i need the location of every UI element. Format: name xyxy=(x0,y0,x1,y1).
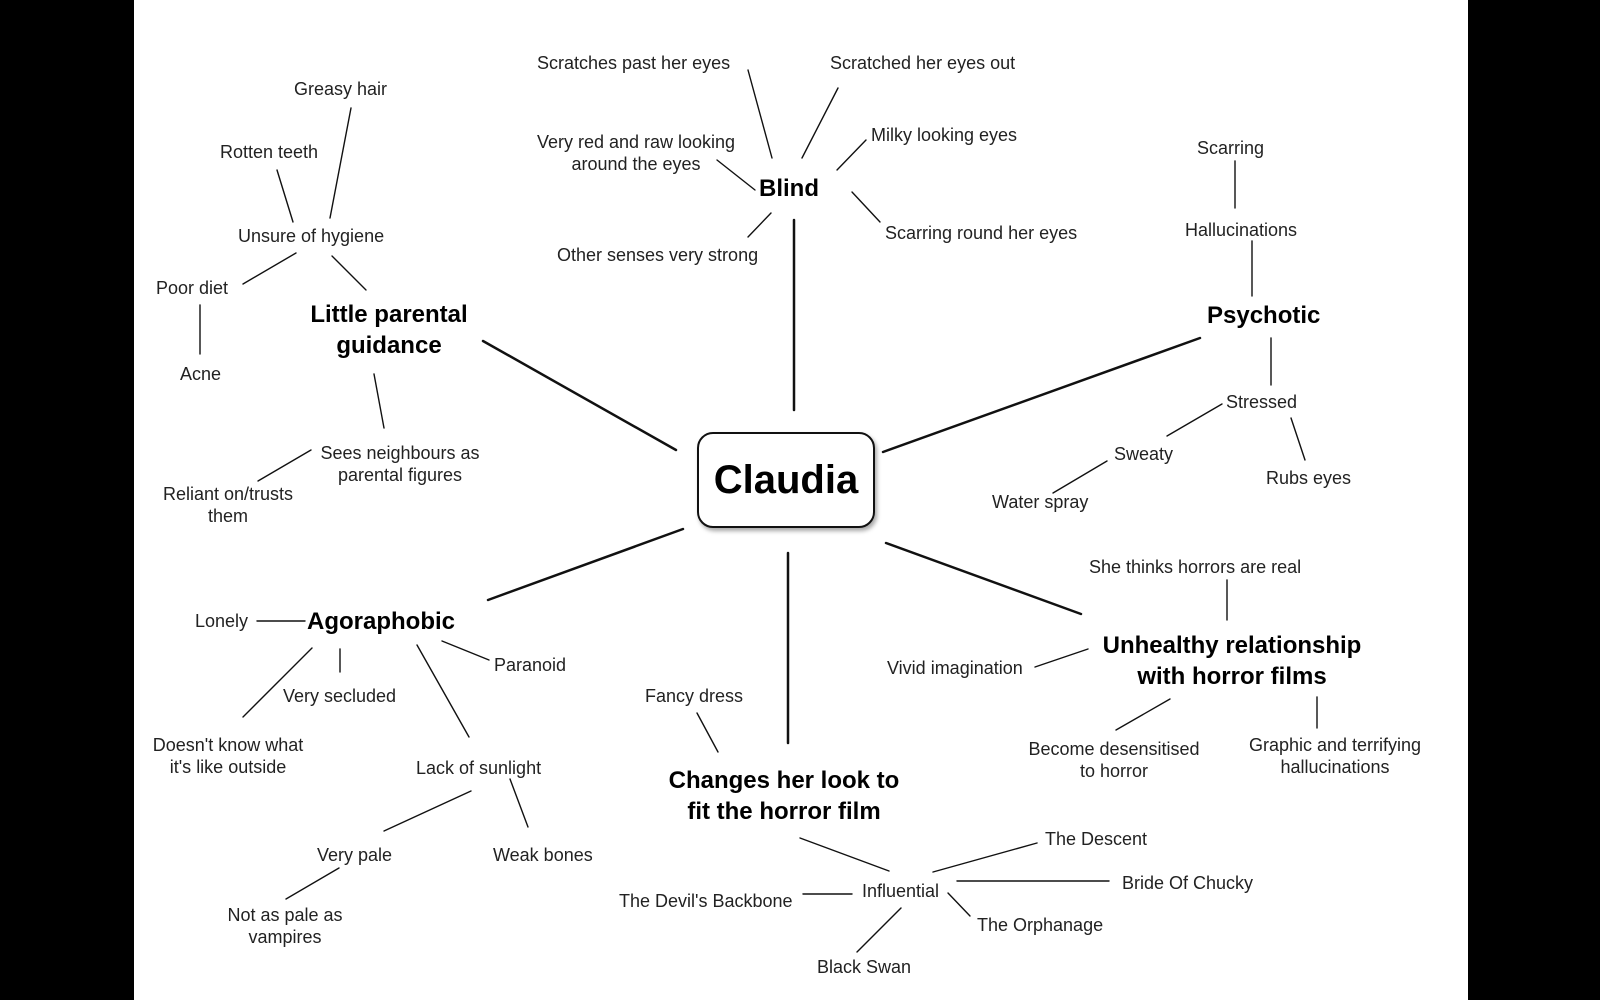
leaf-doesnt-know: Doesn't know what it's like outside xyxy=(148,734,308,778)
leaf-acne: Acne xyxy=(180,364,222,384)
leaf-red-raw: Very red and raw looking around the eyes xyxy=(532,131,740,175)
leaf-doesnt-know-line2: it's like outside xyxy=(169,757,287,777)
leaf-red-raw-line2: around the eyes xyxy=(571,154,701,174)
center-title: Claudia xyxy=(713,457,859,502)
leaf-weak-bones: Weak bones xyxy=(493,845,593,865)
topic-horror-line2: with horror films xyxy=(1137,663,1327,690)
center-node: Claudia xyxy=(697,432,875,528)
leaf-orphanage: The Orphanage xyxy=(977,915,1104,935)
leaf-sweaty: Sweaty xyxy=(1114,444,1174,464)
spoke-horror xyxy=(884,541,1083,616)
topic-parental-line2: guidance xyxy=(336,332,442,359)
topic-horror-line1: Unhealthy relationship xyxy=(1102,632,1362,659)
leaf-not-as-pale-line2: vampires xyxy=(248,927,322,947)
topic-psychotic: Psychotic xyxy=(1207,302,1321,329)
spoke-parental xyxy=(481,339,678,452)
leaf-milky: Milky looking eyes xyxy=(871,125,1018,145)
leaf-black-swan: Black Swan xyxy=(817,957,912,977)
leaf-rotten-teeth: Rotten teeth xyxy=(220,142,319,162)
leaf-reliant: Reliant on/trusts them xyxy=(158,483,298,527)
leaf-influential: Influential xyxy=(862,881,940,901)
topic-agoraphobic: Agoraphobic xyxy=(307,608,455,635)
topic-look: Changes her look to fit the horror film xyxy=(644,765,924,827)
leaf-sees-neighbours-line1: Sees neighbours as xyxy=(320,443,480,463)
leaf-not-as-pale-line1: Not as pale as xyxy=(227,905,343,925)
leaf-scratches-past: Scratches past her eyes xyxy=(537,53,731,73)
leaf-vivid: Vivid imagination xyxy=(887,658,1023,678)
leaf-devils-backbone: The Devil's Backbone xyxy=(619,891,793,911)
leaf-scarring-round: Scarring round her eyes xyxy=(885,223,1078,243)
leaf-other-senses: Other senses very strong xyxy=(557,245,759,265)
leaf-descent: The Descent xyxy=(1045,829,1148,849)
leaf-doesnt-know-line1: Doesn't know what xyxy=(152,735,304,755)
leaf-red-raw-line1: Very red and raw looking xyxy=(536,132,736,152)
spoke-agoraphobic xyxy=(486,527,685,602)
topic-blind: Blind xyxy=(759,175,819,202)
leaf-rubs-eyes: Rubs eyes xyxy=(1266,468,1352,488)
topic-look-line2: fit the horror film xyxy=(687,798,881,825)
leaf-poor-diet: Poor diet xyxy=(156,278,229,298)
leaf-thinks-real: She thinks horrors are real xyxy=(1089,557,1302,577)
topic-parental-line1: Little parental xyxy=(310,301,468,328)
leaf-graphic-line2: hallucinations xyxy=(1280,757,1390,777)
leaf-reliant-line1: Reliant on/trusts xyxy=(162,484,294,504)
leaf-desensitised: Become desensitised to horror xyxy=(1024,738,1204,782)
leaf-graphic-line1: Graphic and terrifying xyxy=(1248,735,1422,755)
leaf-not-as-pale: Not as pale as vampires xyxy=(220,904,350,948)
leaf-very-secluded: Very secluded xyxy=(283,686,397,706)
leaf-graphic: Graphic and terrifying hallucinations xyxy=(1240,734,1430,778)
leaf-greasy-hair: Greasy hair xyxy=(294,79,388,99)
leaf-water-spray: Water spray xyxy=(992,492,1089,512)
leaf-lack-sunlight: Lack of sunlight xyxy=(416,758,542,778)
leaf-hallucinations: Hallucinations xyxy=(1185,220,1298,240)
leaf-desensitised-line2: to horror xyxy=(1079,761,1149,781)
leaf-sees-neighbours: Sees neighbours as parental figures xyxy=(310,442,490,486)
topic-look-line1: Changes her look to xyxy=(668,767,900,794)
topic-parental: Little parental guidance xyxy=(293,299,485,361)
topic-horror: Unhealthy relationship with horror films xyxy=(1080,630,1384,692)
spoke-psychotic xyxy=(881,336,1202,454)
leaf-reliant-line2: them xyxy=(207,506,249,526)
leaf-lonely: Lonely xyxy=(195,611,249,631)
leaf-stressed: Stressed xyxy=(1226,392,1298,412)
leaf-desensitised-line1: Become desensitised xyxy=(1028,739,1200,759)
leaf-chucky: Bride Of Chucky xyxy=(1122,873,1254,893)
leaf-fancy-dress: Fancy dress xyxy=(645,686,744,706)
leaf-sees-neighbours-line2: parental figures xyxy=(337,465,463,485)
leaf-scarring: Scarring xyxy=(1197,138,1265,158)
leaf-scratched-out: Scratched her eyes out xyxy=(830,53,1016,73)
leaf-very-pale: Very pale xyxy=(317,845,393,865)
leaf-paranoid: Paranoid xyxy=(494,655,567,675)
leaf-unsure-hygiene: Unsure of hygiene xyxy=(238,226,385,246)
